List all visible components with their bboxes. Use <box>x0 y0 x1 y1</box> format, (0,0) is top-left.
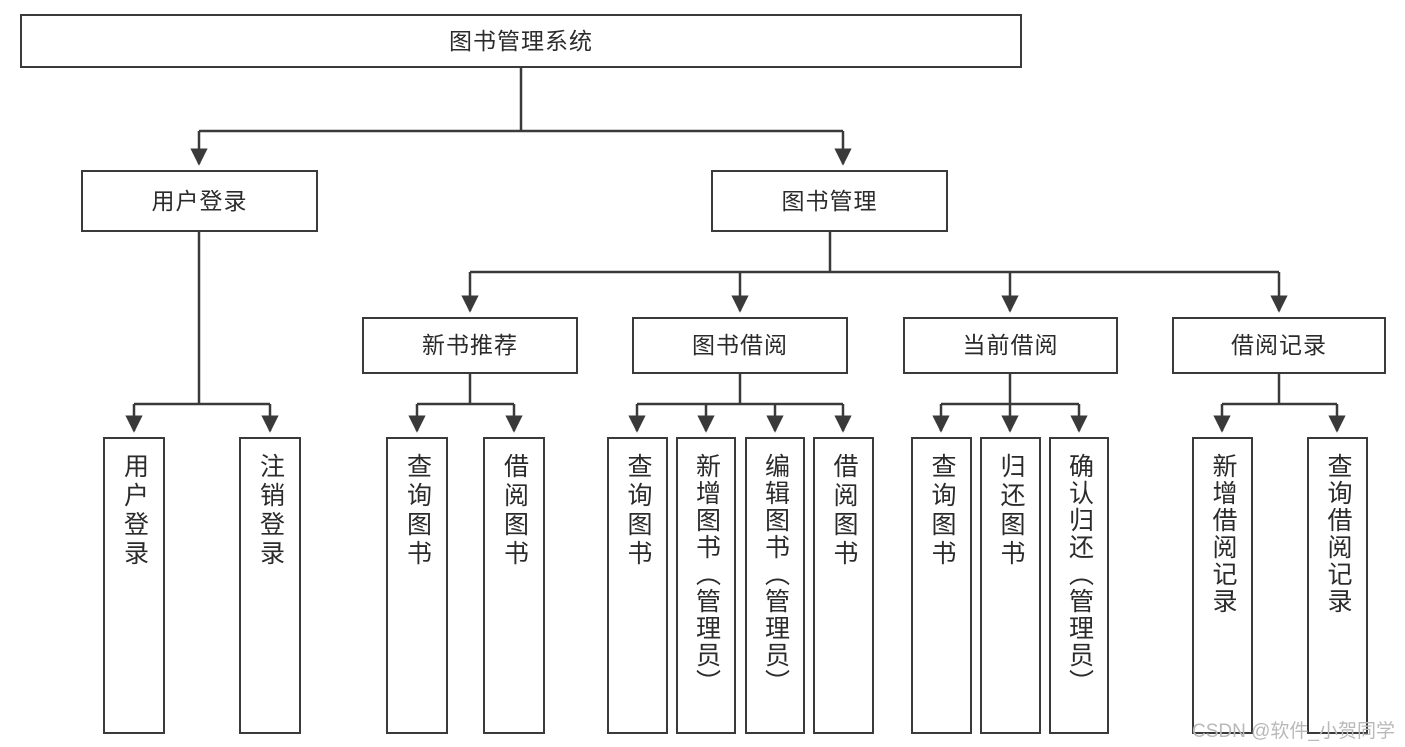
leaf-current-borrow-confirm-label: 确认归还（管理员） <box>1065 453 1094 696</box>
node-book-management[interactable]: 图书管理 <box>711 170 948 232</box>
node-borrow-record-label: 借阅记录 <box>1231 332 1327 359</box>
leaf-borrow-record-query-label: 查询借阅记录 <box>1324 453 1352 615</box>
node-root-system[interactable]: 图书管理系统 <box>20 14 1022 68</box>
node-book-management-label: 图书管理 <box>781 187 878 214</box>
node-new-book-recommend[interactable]: 新书推荐 <box>362 317 578 374</box>
node-book-borrow[interactable]: 图书借阅 <box>632 317 848 374</box>
leaf-book-borrow-edit[interactable]: 编辑图书（管理员） <box>745 437 805 734</box>
node-user-login[interactable]: 用户登录 <box>81 170 318 232</box>
leaf-book-borrow-lend[interactable]: 借阅图书 <box>813 437 874 734</box>
leaf-book-borrow-query-label: 查询图书 <box>624 453 652 569</box>
leaf-borrow-record-query[interactable]: 查询借阅记录 <box>1307 437 1368 734</box>
leaf-user-login-signout[interactable]: 注销登录 <box>239 437 301 734</box>
leaf-user-login-signin-label: 用户登录 <box>120 453 149 569</box>
node-user-login-label: 用户登录 <box>151 187 248 214</box>
leaf-current-borrow-confirm[interactable]: 确认归还（管理员） <box>1049 437 1109 734</box>
csdn-watermark: CSDN @软件_小贺同学 <box>1192 721 1395 742</box>
leaf-new-book-query-label: 查询图书 <box>403 453 432 569</box>
leaf-user-login-signin[interactable]: 用户登录 <box>103 437 165 734</box>
leaf-borrow-record-add[interactable]: 新增借阅记录 <box>1192 437 1253 734</box>
leaf-new-book-query[interactable]: 查询图书 <box>386 437 448 734</box>
leaf-new-book-borrow-label: 借阅图书 <box>500 453 529 569</box>
leaf-book-borrow-add[interactable]: 新增图书（管理员） <box>676 437 736 734</box>
node-current-borrow-label: 当前借阅 <box>962 332 1059 359</box>
leaf-user-login-signout-label: 注销登录 <box>256 453 285 569</box>
leaf-borrow-record-add-label: 新增借阅记录 <box>1209 453 1237 615</box>
leaf-current-borrow-query-label: 查询图书 <box>928 453 956 569</box>
leaf-new-book-borrow[interactable]: 借阅图书 <box>483 437 545 734</box>
leaf-book-borrow-query[interactable]: 查询图书 <box>607 437 668 734</box>
node-current-borrow[interactable]: 当前借阅 <box>903 317 1118 374</box>
node-root-system-label: 图书管理系统 <box>449 27 593 54</box>
leaf-current-borrow-return-label: 归还图书 <box>997 453 1025 569</box>
leaf-book-borrow-lend-label: 借阅图书 <box>830 453 858 569</box>
node-book-borrow-label: 图书借阅 <box>692 332 788 359</box>
node-new-book-recommend-label: 新书推荐 <box>422 332 518 359</box>
leaf-current-borrow-query[interactable]: 查询图书 <box>911 437 972 734</box>
leaf-current-borrow-return[interactable]: 归还图书 <box>980 437 1041 734</box>
node-borrow-record[interactable]: 借阅记录 <box>1172 317 1386 374</box>
leaf-book-borrow-add-label: 新增图书（管理员） <box>692 453 721 696</box>
leaf-book-borrow-edit-label: 编辑图书（管理员） <box>761 453 790 696</box>
